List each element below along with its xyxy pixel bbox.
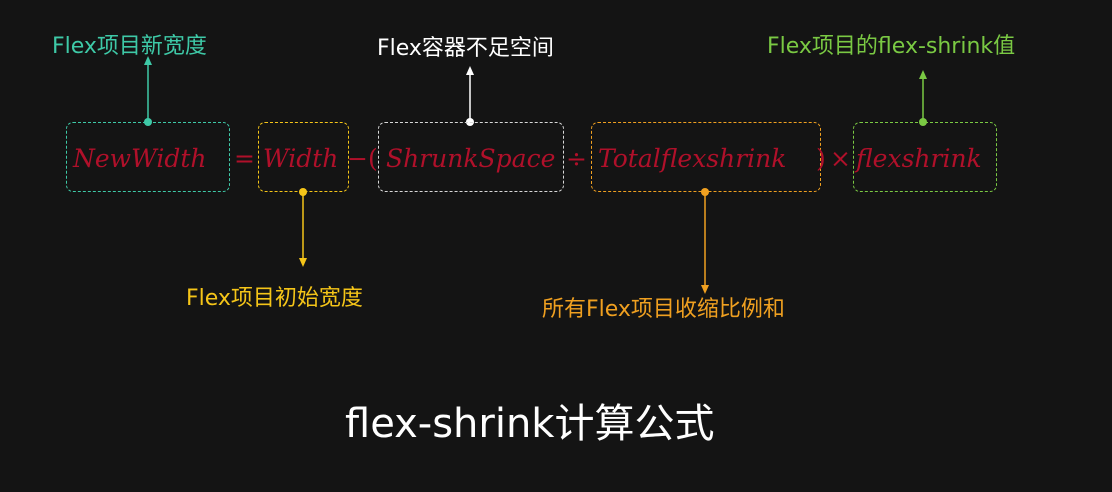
box-width	[258, 122, 349, 192]
formula-minus: −	[347, 144, 368, 173]
formula-equals: =	[234, 144, 255, 173]
formula-flexshrink: flexshrink	[856, 144, 982, 173]
formula-times: ×	[830, 144, 851, 173]
arrowhead-total-flexshrink	[701, 285, 709, 294]
formula-total-flexshrink: Totalflexshrink	[598, 144, 787, 173]
diagram-title: flex-shrink计算公式	[345, 401, 715, 447]
formula-shrunk-space: ShrunkSpace	[386, 144, 556, 173]
label-width: Flex项目初始宽度	[186, 286, 363, 311]
formula-width: Width	[263, 144, 339, 173]
dot-total-flexshrink	[701, 188, 709, 196]
box-total-flexshrink	[591, 122, 821, 192]
label-flexshrink: Flex项目的flex-shrink值	[767, 34, 1016, 59]
arrowhead-width	[299, 258, 307, 267]
dot-width	[299, 188, 307, 196]
label-new-width: Flex项目新宽度	[52, 34, 207, 59]
formula-open-paren: (	[368, 144, 378, 173]
arrowhead-flexshrink	[919, 70, 927, 79]
box-shrunk-space	[378, 122, 564, 192]
formula-new-width: NewWidth	[73, 144, 207, 173]
arrowhead-shrunk-space	[466, 66, 474, 75]
box-new-width	[66, 122, 230, 192]
label-shrunk-space: Flex容器不足空间	[377, 36, 554, 61]
formula-close-paren: )	[816, 144, 826, 173]
arrowhead-new-width	[144, 56, 152, 65]
box-flexshrink	[853, 122, 997, 192]
label-total-flexshrink: 所有Flex项目收缩比例和	[542, 297, 785, 322]
formula-divide: ÷	[566, 144, 587, 173]
